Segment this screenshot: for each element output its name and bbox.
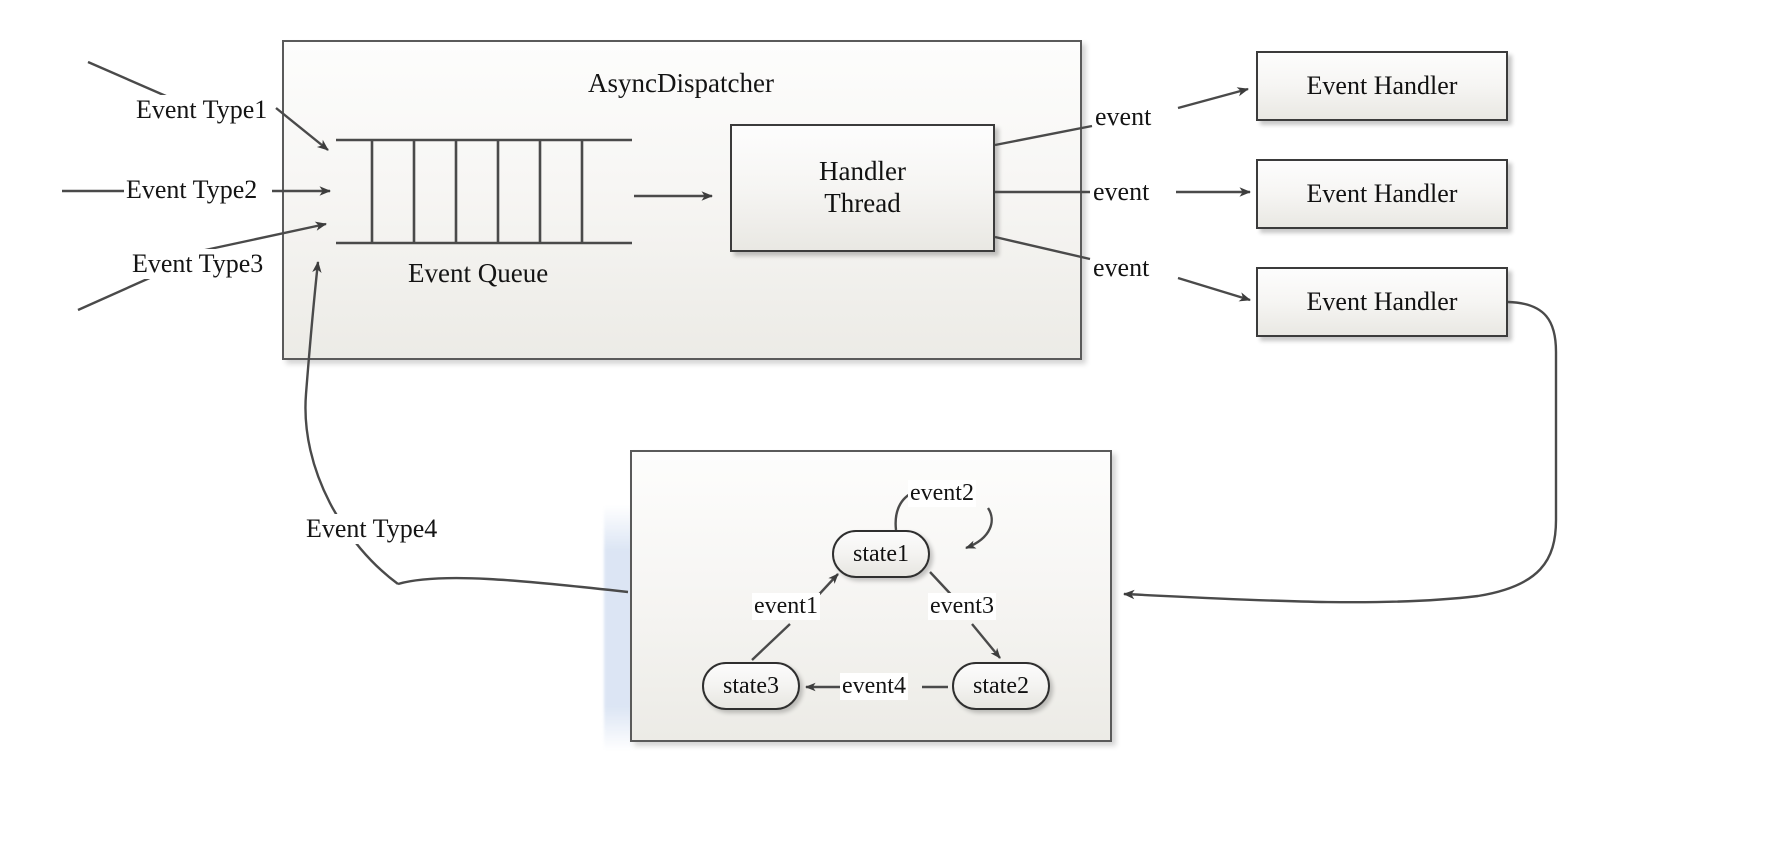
handler-thread-line2: Thread [824,188,901,218]
label-event-middle: event [1091,177,1152,207]
label-event-bottom: event [1091,253,1152,283]
edge-event-type4-tail [397,576,629,594]
edge-event-bottom-a [994,235,1091,261]
label-event-type4: Event Type4 [304,514,440,544]
edge-transition-event1-a [751,623,791,661]
event-handler-3-label: Event Handler [1306,286,1458,316]
edge-event-bottom-b [1177,276,1251,302]
state3-label: state3 [723,672,779,699]
event-handler-2-label: Event Handler [1306,178,1458,208]
label-event-type3: Event Type3 [130,249,266,279]
edge-event-type1 [275,107,329,151]
state-node-state3[interactable]: state3 [702,662,800,710]
label-event-type2: Event Type2 [124,175,260,205]
event-handler-2[interactable]: Event Handler [1256,159,1508,229]
handler-thread-line1: Handler [819,156,906,187]
event-queue-label: Event Queue [408,258,549,288]
event-handler-3[interactable]: Event Handler [1256,267,1508,337]
label-transition-event3: event3 [928,593,996,620]
edge-event-type3 [195,221,327,254]
label-event-top: event [1093,102,1154,132]
event-handler-1[interactable]: Event Handler [1256,51,1508,121]
edge-event-top-a [994,124,1093,147]
state-node-state2[interactable]: state2 [952,662,1050,710]
state2-label: state2 [973,672,1029,699]
edge-transition-event3-b [971,623,1001,659]
label-transition-event4: event4 [840,673,908,700]
event-handler-1-label: Event Handler [1306,70,1458,100]
state1-label: state1 [853,540,909,567]
blue-ghost-artifact [604,505,632,751]
edge-transition-event2-b [965,507,993,550]
handler-thread-node[interactable]: Handler Thread [730,124,995,252]
edge-event-type4 [304,261,399,585]
edge-event-top-b [1177,87,1249,110]
edge-handler3-to-state-machine [1123,300,1558,604]
state-node-state1[interactable]: state1 [832,530,930,578]
async-dispatcher-title: AsyncDispatcher [588,68,774,98]
label-transition-event1: event1 [752,593,820,620]
handler-thread-label: Handler Thread [819,156,906,220]
label-event-type1: Event Type1 [134,95,270,125]
label-transition-event2: event2 [908,480,976,507]
